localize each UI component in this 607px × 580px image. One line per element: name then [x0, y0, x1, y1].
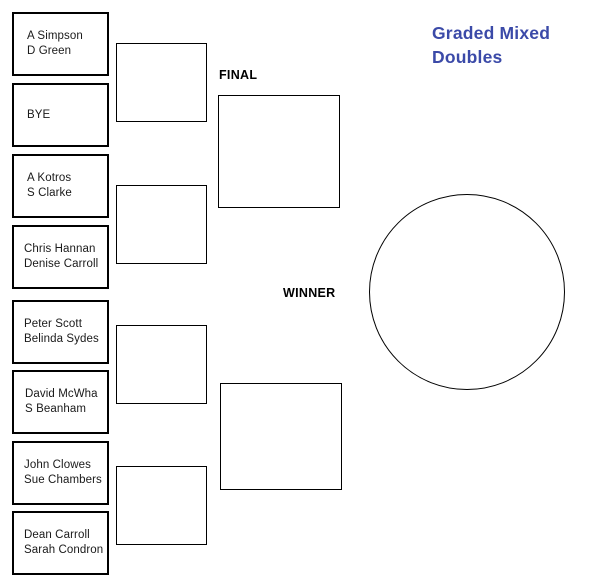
- player-name: A Simpson: [27, 30, 83, 42]
- player-name: BYE: [27, 108, 51, 121]
- player-name: S Clarke: [27, 187, 72, 199]
- player-name: Peter Scott: [24, 318, 82, 330]
- player-name: S Beanham: [25, 403, 86, 415]
- player-name: David McWha: [25, 388, 98, 400]
- bracket-slot-r2-2[interactable]: [116, 185, 207, 264]
- player-name: Sarah Condron: [24, 544, 104, 556]
- bracket-slot-r1-2[interactable]: BYE: [12, 83, 109, 147]
- player-name: Dean Carroll: [24, 529, 90, 541]
- player-name: John Clowes: [24, 459, 91, 471]
- bracket-slot-r1-4[interactable]: Chris Hannan Denise Carroll: [12, 225, 109, 289]
- player-name: Sue Chambers: [24, 474, 102, 486]
- player-name: A Kotros: [27, 172, 72, 184]
- bracket-slot-r1-5[interactable]: Peter Scott Belinda Sydes: [12, 300, 109, 364]
- bracket-slot-r1-1[interactable]: A Simpson D Green: [12, 12, 109, 76]
- winner-circle[interactable]: [369, 194, 565, 390]
- winner-label: WINNER: [283, 286, 336, 300]
- final-label: FINAL: [219, 68, 258, 82]
- bracket-slot-r2-4[interactable]: [116, 466, 207, 545]
- page-title: Graded Mixed Doubles: [432, 23, 551, 67]
- bracket-slot-r1-6[interactable]: David McWha S Beanham: [12, 370, 109, 434]
- bracket-slot-r1-7[interactable]: John Clowes Sue Chambers: [12, 441, 109, 505]
- player-name: Belinda Sydes: [24, 333, 99, 345]
- bracket-slot-r1-3[interactable]: A Kotros S Clarke: [12, 154, 109, 218]
- player-name: Denise Carroll: [24, 258, 99, 270]
- bracket-slot-r2-1[interactable]: [116, 43, 207, 122]
- bracket-slot-r1-8[interactable]: Dean Carroll Sarah Condron: [12, 511, 109, 575]
- bracket-slot-r2-3[interactable]: [116, 325, 207, 404]
- player-name: Chris Hannan: [24, 243, 96, 255]
- bracket-slot-r3-1[interactable]: [218, 95, 340, 208]
- bracket-slot-r3-2[interactable]: [220, 383, 342, 490]
- player-name: D Green: [27, 45, 72, 57]
